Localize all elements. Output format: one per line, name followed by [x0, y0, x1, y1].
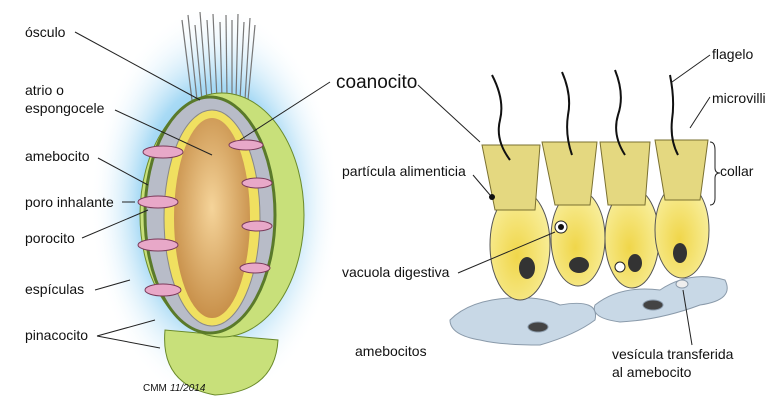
choanocyte-cells [417, 54, 728, 346]
label-microvilli: microvilli [712, 90, 766, 106]
label-coanocito: coanocito [336, 72, 417, 93]
sponge-illustration [74, 5, 340, 402]
label-poro-inhalante: poro inhalante [25, 194, 114, 210]
flagella [491, 69, 679, 161]
label-vesicula-2: al amebocito [612, 364, 692, 380]
label-espiculas: espículas [25, 281, 84, 297]
label-porocito: porocito [25, 230, 75, 246]
label-vesicula-1: vesícula transferida [612, 346, 734, 362]
amebocyte-blobs [449, 276, 728, 346]
sponge-leader-lines [74, 31, 331, 349]
credit-date: 11/2014 [170, 383, 206, 394]
porocytes [137, 139, 273, 297]
label-amebocitos: amebocitos [355, 343, 427, 359]
label-vacuola: vacuola digestiva [342, 264, 450, 280]
label-atrio: atrio o [25, 82, 64, 98]
label-espongocele: espongocele [25, 100, 105, 116]
sponge-base [164, 329, 279, 396]
label-collar: collar [720, 163, 754, 179]
credit-author: CMM [143, 383, 167, 394]
collars [481, 139, 709, 211]
label-flagelo: flagelo [712, 46, 753, 62]
label-osculo: ósculo [25, 24, 66, 40]
food-particle [489, 194, 495, 200]
label-pinacocito: pinacocito [25, 327, 88, 343]
cell-1 [489, 189, 551, 301]
label-particula: partícula alimenticia [342, 163, 466, 179]
cell-4 [654, 181, 710, 279]
label-amebocito: amebocito [25, 148, 90, 164]
cell-leader-lines [417, 54, 721, 346]
spicules-osculum [181, 11, 256, 101]
atrium [174, 118, 250, 318]
